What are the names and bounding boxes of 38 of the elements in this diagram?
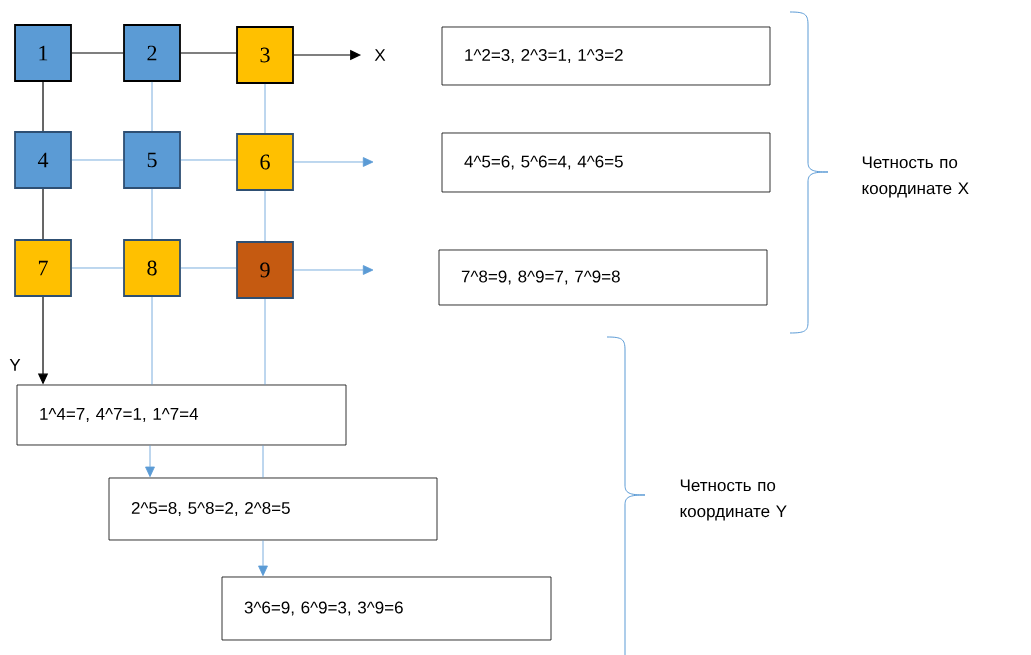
number-square: 6 <box>236 133 294 191</box>
formula-box: 1^2=3, 2^3=1, 1^3=2 <box>441 26 771 86</box>
number-square: 3 <box>236 26 294 84</box>
number-square: 4 <box>14 131 72 189</box>
formula-box: 3^6=9, 6^9=3, 3^9=6 <box>221 576 552 641</box>
connector-line <box>262 445 264 478</box>
number-square: 1 <box>14 24 72 82</box>
connector-line <box>264 83 266 134</box>
connector-line <box>151 296 153 385</box>
connector-line <box>71 159 124 161</box>
connector-line <box>180 52 237 54</box>
connector-line <box>71 52 124 54</box>
axis-label: X <box>374 49 386 61</box>
connector-line <box>264 190 266 242</box>
brace-label: Четность по координате X <box>862 156 969 198</box>
arrow <box>293 157 374 167</box>
connector-line <box>42 188 44 240</box>
connector-line <box>151 81 153 132</box>
number-square: 9 <box>236 241 294 299</box>
connector-line <box>42 81 44 132</box>
formula-box: 7^8=9, 8^9=7, 7^9=8 <box>438 249 768 306</box>
connector-line <box>180 267 237 269</box>
connector-line <box>180 159 237 161</box>
formula-box: 2^5=8, 5^8=2, 2^8=5 <box>108 477 438 541</box>
connector-line <box>151 188 153 240</box>
number-square: 8 <box>123 239 181 297</box>
brace-label: Четность по координате Y <box>680 479 787 521</box>
arrow <box>258 540 268 577</box>
number-square: 2 <box>123 24 181 82</box>
formula-box: 4^5=6, 5^6=4, 4^6=5 <box>441 132 771 193</box>
number-square: 5 <box>123 131 181 189</box>
arrow <box>145 445 155 478</box>
arrow <box>293 265 374 275</box>
connector-line <box>264 298 266 385</box>
number-square: 7 <box>14 239 72 297</box>
connector-line <box>71 267 124 269</box>
edge-label: Y <box>8 358 22 372</box>
formula-box: 1^4=7, 4^7=1, 1^7=4 <box>16 384 347 446</box>
